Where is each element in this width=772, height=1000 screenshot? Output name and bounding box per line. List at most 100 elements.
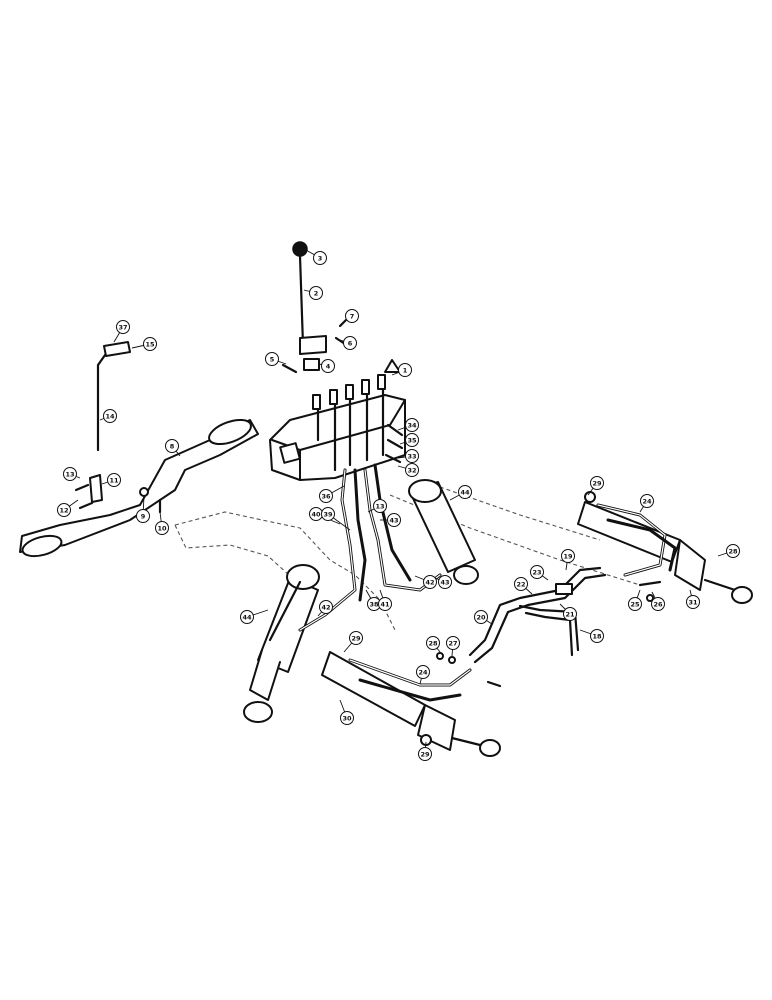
callout-bubble (387, 513, 401, 527)
cylinder-rod-left (249, 649, 281, 701)
callout-29: 29 (587, 476, 604, 496)
lift-rod (96, 346, 112, 452)
callout-number: 13 (375, 502, 384, 510)
callout-bubble (686, 595, 700, 609)
callout-44: 44 (240, 609, 269, 624)
callout-bubble (313, 251, 327, 265)
callout-bubble (423, 575, 437, 589)
callout-5: 5 (265, 352, 287, 366)
callout-25: 25 (628, 589, 642, 611)
callout-number: 19 (563, 552, 573, 560)
callout-24: 24 (639, 494, 654, 513)
callout-6: 6 (339, 336, 357, 350)
callout-bubble (590, 476, 604, 490)
cylinder-foot-center (453, 565, 479, 585)
callout-bubble (343, 336, 357, 350)
valve-inlet-port (279, 442, 301, 464)
cylinder-eye-left (243, 701, 273, 723)
callout-number: 13 (65, 470, 74, 478)
callout-29: 29 (343, 631, 363, 653)
callout-number: 6 (348, 339, 353, 347)
callout-bubble (405, 433, 419, 447)
callout-bubble (726, 544, 740, 558)
cylinder-rod-right-upper (703, 578, 737, 592)
callout-number: 5 (270, 355, 275, 363)
callout-33: 33 (397, 449, 419, 463)
callout-bubble (561, 549, 575, 563)
callout-number: 10 (157, 524, 167, 532)
callout-23: 23 (530, 565, 549, 581)
callout-number: 26 (653, 600, 663, 608)
callout-bubble (418, 747, 432, 761)
callout-number: 8 (170, 442, 175, 450)
callout-13: 13 (367, 499, 387, 513)
lever-block (303, 358, 320, 371)
callout-36: 36 (319, 485, 345, 503)
callout-number: 1 (403, 366, 408, 374)
callout-bubble (143, 337, 157, 351)
callout-number: 44 (460, 488, 470, 496)
callout-number: 34 (407, 421, 417, 429)
callout-number: 29 (420, 750, 430, 758)
callout-37: 37 (113, 320, 130, 343)
lever-bracket (299, 335, 327, 355)
cylinder-eye-right-lower (479, 739, 501, 757)
lever-rod (298, 254, 305, 347)
hitch-arm-assembly (19, 341, 259, 558)
callout-number: 30 (342, 714, 352, 722)
tube-clamp (555, 583, 573, 595)
hitch-arm-end-right (208, 418, 252, 446)
callout-bubble (309, 286, 323, 300)
callout-number: 31 (688, 598, 698, 606)
callout-number: 25 (630, 600, 640, 608)
callout-number: 40 (311, 510, 321, 518)
washer (139, 487, 149, 497)
lever-pin (281, 363, 298, 374)
callout-bubble (446, 636, 460, 650)
callout-21: 21 (559, 603, 577, 621)
callout-bubble (373, 499, 387, 513)
callout-42: 42 (317, 600, 333, 617)
cylinder-trunnion-left (286, 564, 320, 590)
callout-19: 19 (561, 549, 575, 571)
hardware-right (436, 580, 662, 688)
cylinder-barrel-right-lower (321, 651, 426, 727)
callout-24: 24 (416, 665, 430, 685)
callout-bubble (474, 610, 488, 624)
callout-number: 21 (565, 610, 575, 618)
callout-bubble (416, 665, 430, 679)
callout-bubble (265, 352, 279, 366)
cylinder-head-center (408, 479, 442, 503)
valve-spool-3 (345, 384, 354, 400)
lift-cylinder-left (243, 564, 320, 723)
callout-bubble (63, 467, 77, 481)
callout-number: 15 (145, 340, 155, 348)
callout-bubble (405, 463, 419, 477)
callout-number: 37 (118, 323, 127, 331)
cylinder-right-lower (321, 651, 501, 757)
callout-10: 10 (155, 511, 169, 535)
callout-number: 3 (318, 254, 323, 262)
callout-bubble (378, 597, 392, 611)
callout-number: 2 (314, 289, 319, 297)
callout-number: 33 (407, 452, 416, 460)
cylinder-right-upper (577, 491, 753, 604)
callout-number: 22 (516, 580, 525, 588)
callout-3: 3 (305, 249, 327, 265)
cylinder-rod-right-lower (450, 736, 482, 747)
callout-number: 29 (592, 479, 602, 487)
callout-22: 22 (514, 577, 533, 595)
callout-bubble (590, 629, 604, 643)
callout-bubble (426, 636, 440, 650)
callout-number: 42 (425, 578, 434, 586)
callout-bubble (563, 607, 577, 621)
callout-bubble (405, 418, 419, 432)
callout-number: 9 (141, 512, 146, 520)
relief-valve-cap (384, 359, 401, 373)
callout-bubble (116, 320, 130, 334)
callout-31: 31 (686, 589, 700, 609)
callout-9: 9 (136, 495, 150, 523)
callout-bubble (349, 631, 363, 645)
callout-41: 41 (378, 589, 392, 611)
